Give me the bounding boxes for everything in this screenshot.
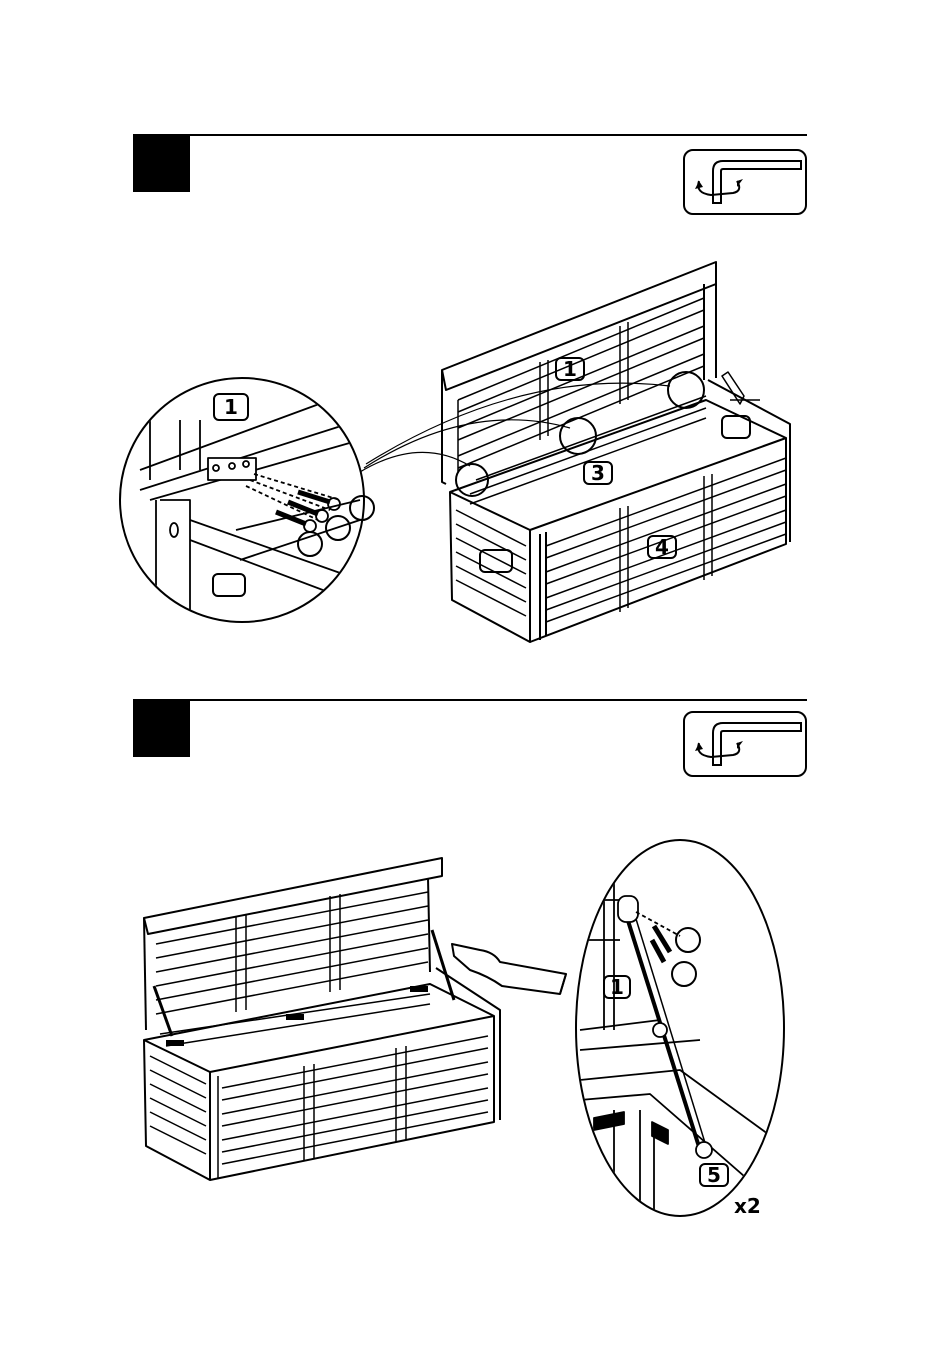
lid-detail-label-step2: 1 — [610, 975, 624, 999]
quantity-label: x2 — [734, 1194, 761, 1218]
stay-arm-label: 5 — [707, 1163, 721, 1187]
